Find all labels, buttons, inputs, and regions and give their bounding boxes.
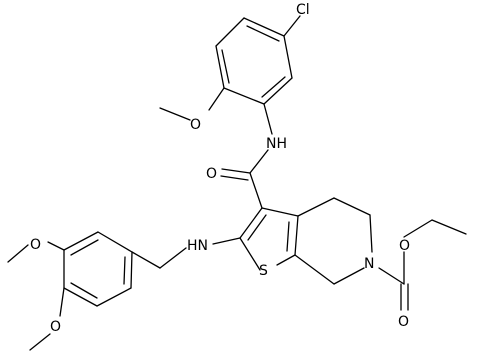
atom-o-methoxy-lower-1: O xyxy=(30,237,41,253)
atom-o-carbonyl: O xyxy=(206,166,217,182)
bond-o2-methyl xyxy=(29,333,51,351)
bond-carbonyl-o-1 xyxy=(221,168,251,174)
bond-ethyl xyxy=(431,219,467,235)
bond-nh-ch2 xyxy=(159,247,187,269)
atom-n-ring: N xyxy=(364,256,374,272)
chlorophenyl-ring xyxy=(215,17,293,105)
bond-carbonyl-o-2 xyxy=(220,175,249,181)
atom-o-methoxy-lower-2: O xyxy=(50,319,61,335)
bond-nh-carbonyl xyxy=(249,149,269,174)
bond-thiophene-nh xyxy=(212,237,241,245)
bond-ring-o-1 xyxy=(47,241,65,251)
bond-o1-methyl xyxy=(7,244,29,263)
atom-cl: Cl xyxy=(296,2,310,18)
bond-omethoxy-methyl xyxy=(159,107,191,121)
dimethoxyphenyl-ring xyxy=(63,231,133,307)
atom-nh-amide: NH xyxy=(266,136,287,152)
atom-o-methoxy-top: O xyxy=(190,117,201,133)
thiophene-ring xyxy=(239,207,299,271)
atom-o-ester-double: O xyxy=(398,314,409,330)
bond-ring-omethoxy xyxy=(208,87,225,111)
atom-o-ester-single: O xyxy=(399,238,410,254)
bond-o-ethyl-1 xyxy=(403,219,433,238)
bond-ch2-ring xyxy=(131,251,161,269)
bond-ring-o-2 xyxy=(59,287,65,317)
bond-carbonyl-thiophene xyxy=(249,172,263,209)
bond-ring-cl xyxy=(283,15,301,37)
piperidine-ring xyxy=(294,197,373,285)
atom-s-ring: S xyxy=(259,263,268,279)
bond-ring-nh xyxy=(263,103,273,135)
atom-nh-amine: HN xyxy=(187,238,208,254)
bond-n-carbamate xyxy=(378,267,405,285)
